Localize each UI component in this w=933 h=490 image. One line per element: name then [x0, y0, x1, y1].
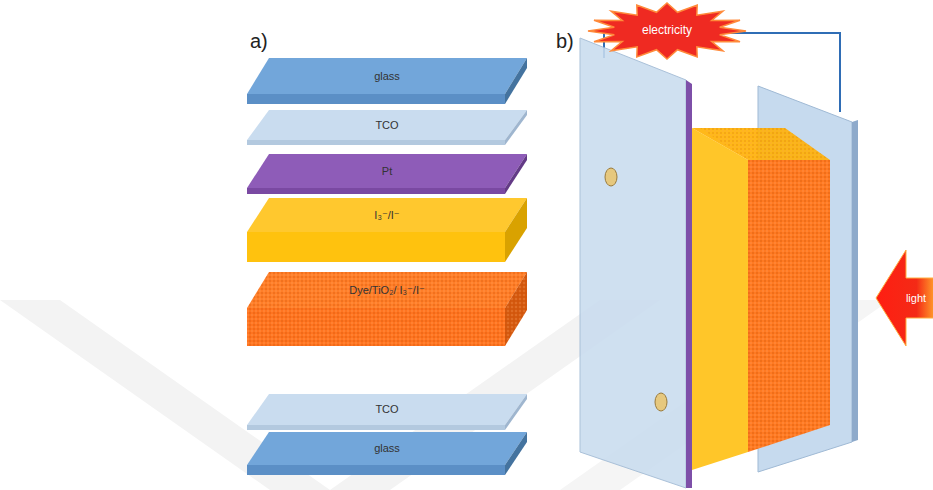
- dye-texture: [700, 128, 830, 160]
- layer-label: Dye/TiO₂/ I₃⁻/I⁻: [349, 284, 425, 296]
- layer-slab: Dye/TiO₂/ I₃⁻/I⁻: [245, 272, 529, 347]
- light-arrow: light: [874, 248, 933, 348]
- layer-label: light: [906, 292, 926, 304]
- slab-side: [505, 58, 527, 104]
- slab-top: [247, 154, 527, 188]
- layer-slab: glass: [245, 432, 529, 476]
- dye-texture: [247, 272, 527, 308]
- pt-edge: [686, 80, 692, 488]
- slab-front: [247, 94, 505, 104]
- slab-side: [505, 154, 527, 194]
- layer-slab: TCO: [245, 394, 529, 431]
- layer-slab: glass: [245, 58, 529, 105]
- slab-top: [247, 432, 527, 465]
- slab-outline: [245, 198, 529, 263]
- slab-top: [247, 272, 527, 308]
- glass-plate: [580, 38, 686, 488]
- slab-top: [247, 58, 527, 94]
- panel-label: b): [556, 30, 574, 53]
- dye-texture: [505, 272, 527, 346]
- slab-top: [247, 110, 527, 140]
- layer-label: TCO: [375, 403, 398, 415]
- slab-front: [247, 188, 505, 194]
- dye-texture: [247, 308, 505, 346]
- slab-side: [505, 110, 527, 145]
- slab-side: [505, 394, 527, 430]
- block-top: [692, 128, 830, 160]
- slab-top: [247, 198, 527, 232]
- dye-texture: [748, 160, 830, 452]
- layer-slab: I₃⁻/I⁻: [245, 198, 529, 263]
- slab-front: [247, 232, 505, 262]
- layer-slab: TCO: [245, 110, 529, 146]
- layer-label: TCO: [375, 119, 398, 131]
- slab-outline: [245, 272, 529, 347]
- panel-label: a): [250, 30, 268, 53]
- layer-label: I₃⁻/I⁻: [374, 209, 399, 221]
- electrolyte-block: [692, 128, 748, 470]
- slab-front: [247, 465, 505, 475]
- slab-front: [247, 425, 505, 430]
- layer-label: glass: [374, 70, 400, 82]
- slab-front: [247, 140, 505, 145]
- layer-label: Pt: [382, 165, 392, 177]
- starburst: electricity: [587, 2, 747, 60]
- layer-slab: Pt: [245, 154, 529, 195]
- layer-label: electricity: [642, 24, 692, 37]
- filling-hole: [655, 393, 667, 411]
- slab-front: [247, 308, 505, 346]
- slab-side: [505, 198, 527, 262]
- filling-hole: [605, 168, 617, 186]
- glass-edge: [852, 120, 858, 442]
- arrow-outline: [876, 250, 933, 346]
- slab-side: [505, 432, 527, 475]
- dye-tio2-block: [748, 160, 830, 452]
- starburst-outline: [588, 3, 746, 59]
- layer-label: glass: [374, 442, 400, 454]
- slab-top: [247, 394, 527, 425]
